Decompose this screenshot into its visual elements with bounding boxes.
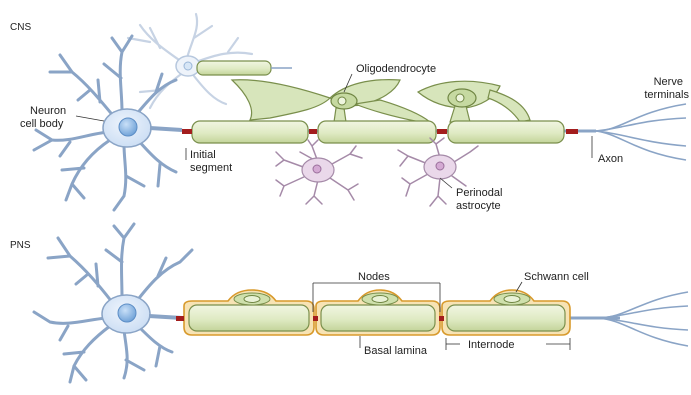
oligodendrocyte-label: Oligodendrocyte	[356, 63, 436, 75]
oligodendrocyte-nucleus-2	[456, 94, 464, 102]
cns-axon-hillock	[150, 128, 182, 130]
pns-neuron-nucleus	[118, 304, 136, 322]
pns-node-1	[313, 316, 318, 321]
cns-initial-segment-mark	[182, 129, 192, 134]
nerve-terminals-label: Nerve terminals	[644, 76, 689, 101]
cns-nerve-terminals	[596, 104, 686, 160]
pns-initial-segment-mark	[176, 316, 184, 321]
schwann-cell-label: Schwann cell	[524, 271, 589, 283]
oligodendrocyte-nucleus-1	[338, 97, 346, 105]
initial-segment-label: Initial segment	[190, 149, 232, 174]
schwann-cell-1	[184, 290, 314, 335]
nodes-label: Nodes	[358, 271, 390, 283]
cns-node-1	[309, 129, 317, 134]
internode-label: Internode	[468, 339, 514, 351]
isolated-myelin-segment	[197, 61, 271, 75]
pns-nerve-terminals	[598, 292, 688, 346]
perinodal-astrocyte-nucleus-1	[313, 165, 321, 173]
perinodal-astrocyte-label: Perinodal astrocyte	[456, 187, 506, 212]
pns-node-2	[439, 316, 444, 321]
basal-lamina-label: Basal lamina	[364, 345, 428, 357]
axon-label: Axon	[598, 153, 623, 165]
cns-node-2	[437, 129, 447, 134]
cns-section-label: CNS	[10, 22, 31, 33]
perinodal-astrocyte-nucleus-2	[436, 162, 444, 170]
cns-myelin-internode-2	[318, 121, 436, 143]
cns-node-3	[566, 129, 578, 134]
background-neuron-nucleus	[184, 62, 192, 70]
oligodendrocyte-processes	[232, 80, 530, 122]
schwann-cell-2	[316, 290, 440, 335]
cns-neuron-nucleus	[119, 118, 137, 136]
pns-section-label: PNS	[10, 240, 31, 251]
cns-myelin-internode-1	[192, 121, 308, 143]
neuron-cell-body-label: Neuron cell body	[20, 105, 69, 130]
cns-myelin-internode-3	[448, 121, 564, 143]
schwann-cell-3	[442, 290, 570, 335]
